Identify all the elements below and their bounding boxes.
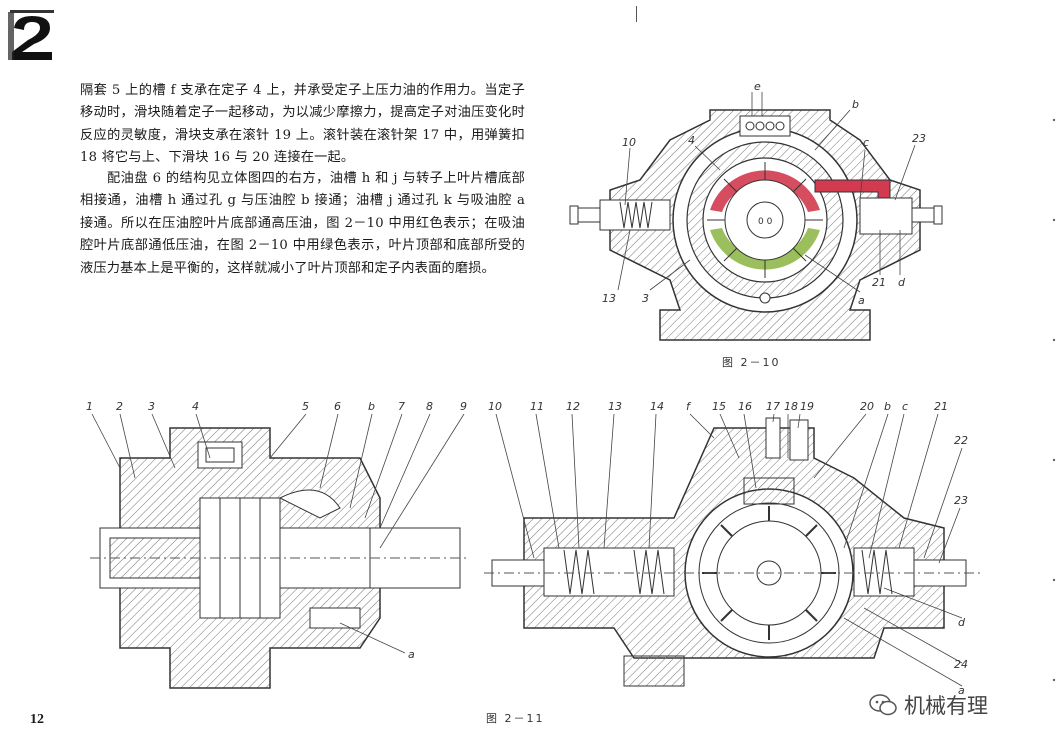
watermark-text: 机械有理 [904, 694, 988, 718]
fig11r-label-16: 16 [738, 400, 752, 413]
fig10-label-d: d [898, 276, 906, 289]
fig10-label-b: b [852, 98, 859, 111]
fig11r-label-24: 24 [954, 658, 968, 671]
fig10-label-c: c [863, 136, 869, 149]
fig11r-label-b: b [884, 400, 891, 413]
fig10-label-23: 23 [912, 132, 926, 145]
fig11l-label-9: 9 [460, 400, 467, 413]
page-edge-dots [1052, 60, 1056, 720]
fig11l-label-7: 7 [398, 400, 405, 413]
fig11l-label-4: 4 [192, 400, 199, 413]
wechat-icon [869, 694, 897, 716]
watermark: 机械有理 [868, 690, 1043, 720]
fig11r-label-21: 21 [934, 400, 948, 413]
figure-2-11-left: 1 2 3 4 5 6 b 7 8 9 a [80, 398, 480, 698]
fig11r-label-10: 10 [488, 400, 502, 413]
fig11r-label-22: 22 [954, 434, 968, 447]
fig11r-label-c: c [902, 400, 908, 413]
fig10-label-13: 13 [602, 292, 616, 305]
fig11r-label-23: 23 [954, 494, 968, 507]
fig10-label-a: a [858, 294, 865, 307]
fig11r-label-14: 14 [650, 400, 664, 413]
paragraph-1: 隔套 5 上的槽 f 支承在定子 4 上，并承受定子上压力油的作用力。当定子移动… [80, 83, 525, 166]
figure-2-10: 0 0 [560, 80, 980, 370]
fig10-label-10: 10 [622, 136, 636, 149]
fig11l-label-b: b [368, 400, 375, 413]
fig11l-label-2: 2 [116, 400, 123, 413]
fig11r-label-18: 18 [784, 400, 798, 413]
fig10-label-4: 4 [688, 134, 695, 147]
fig11l-label-1: 1 [86, 400, 93, 413]
fig11r-label-11: 11 [530, 400, 544, 413]
fig11l-label-a: a [408, 648, 415, 661]
fig10-label-e: e [754, 80, 761, 93]
figure-2-10-caption: 图 2－10 [722, 356, 781, 369]
top-margin-mark [636, 6, 637, 22]
figure-2-11-caption: 图 2－11 [486, 712, 545, 725]
fig10-label-3: 3 [642, 292, 649, 305]
fig10-label-21: 21 [872, 276, 886, 289]
svg-text:0 0: 0 0 [758, 217, 773, 227]
fig11r-label-15: 15 [712, 400, 726, 413]
fig11r-label-d: d [958, 616, 966, 629]
page-number: 12 [30, 712, 44, 727]
fig11l-label-3: 3 [148, 400, 155, 413]
fig11r-label-a: a [958, 684, 965, 697]
figure-2-11-right: 10 11 12 13 14 f 15 16 17 18 19 20 b c 2… [484, 398, 984, 698]
fig11l-label-5: 5 [302, 400, 309, 413]
fig11r-label-17: 17 [766, 400, 780, 413]
paragraph-2: 配油盘 6 的结构见立体图四的右方，油槽 h 和 j 与转子上叶片槽底部相接通，… [80, 171, 525, 276]
chapter-logo [6, 8, 58, 64]
fig11r-label-13: 13 [608, 400, 622, 413]
fig11r-label-12: 12 [566, 400, 580, 413]
fig11r-label-19: 19 [800, 400, 814, 413]
fig11r-label-f: f [686, 400, 692, 413]
fig11r-label-20: 20 [860, 400, 874, 413]
fig11l-label-8: 8 [426, 400, 433, 413]
fig11l-label-6: 6 [334, 400, 341, 413]
